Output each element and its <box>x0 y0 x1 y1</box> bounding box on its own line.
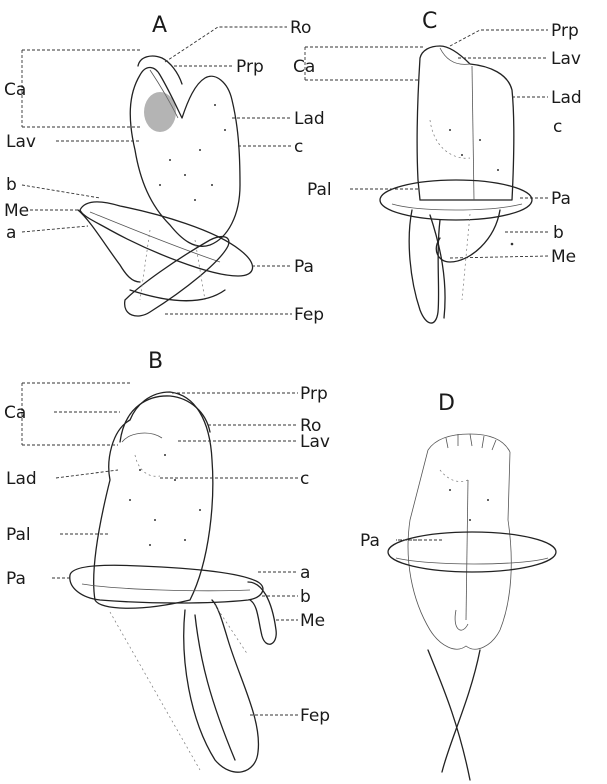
panel-c: C Prp <box>293 9 582 323</box>
label-c-lad: Lad <box>551 88 582 108</box>
label-b-fep: Fep <box>300 706 330 726</box>
label-b-c: c <box>300 469 309 489</box>
panel-b-letter: B <box>148 349 163 374</box>
label-b-me: Me <box>300 611 325 631</box>
label-c-lav: Lav <box>551 49 581 69</box>
panel-a-drawing <box>78 56 253 316</box>
label-c-b: b <box>553 223 564 243</box>
label-c-pal: Pal <box>307 180 332 200</box>
label-a-fep: Fep <box>294 305 324 325</box>
label-a-prp: Prp <box>236 57 264 77</box>
label-a-ro: Ro <box>290 18 311 38</box>
label-a-pa: Pa <box>294 257 314 277</box>
panel-a: A <box>4 13 325 325</box>
panel-a-letter: A <box>152 13 167 38</box>
panel-b-drawing <box>70 392 276 772</box>
panel-c-letter: C <box>422 9 437 34</box>
label-c-me: Me <box>551 247 576 267</box>
label-c-ca: Ca <box>293 57 315 77</box>
label-d-pa: Pa <box>360 531 380 551</box>
label-a-lad: Lad <box>294 109 325 129</box>
label-b-a: a <box>300 563 310 583</box>
label-b-b: b <box>300 587 311 607</box>
label-b-lad: Lad <box>6 469 37 489</box>
panel-b: B <box>4 349 330 772</box>
panel-d: D Pa <box>360 391 556 780</box>
label-b-ca: Ca <box>4 403 26 423</box>
label-b-pal: Pal <box>6 525 31 545</box>
label-a-c: c <box>294 137 303 157</box>
label-c-pa: Pa <box>551 189 571 209</box>
label-a-me: Me <box>4 201 29 221</box>
panel-d-drawing <box>388 434 556 780</box>
label-c-c: c <box>553 117 562 137</box>
label-a-ca: Ca <box>4 80 26 100</box>
label-b-prp: Prp <box>300 384 328 404</box>
label-a-b: b <box>6 175 17 195</box>
label-b-pa: Pa <box>6 569 26 589</box>
label-a-a: a <box>6 223 16 243</box>
panel-c-drawing <box>380 46 532 323</box>
label-c-prp: Prp <box>551 21 579 41</box>
panel-d-letter: D <box>438 391 455 416</box>
label-b-lav: Lav <box>300 432 330 452</box>
label-a-lav: Lav <box>6 132 36 152</box>
